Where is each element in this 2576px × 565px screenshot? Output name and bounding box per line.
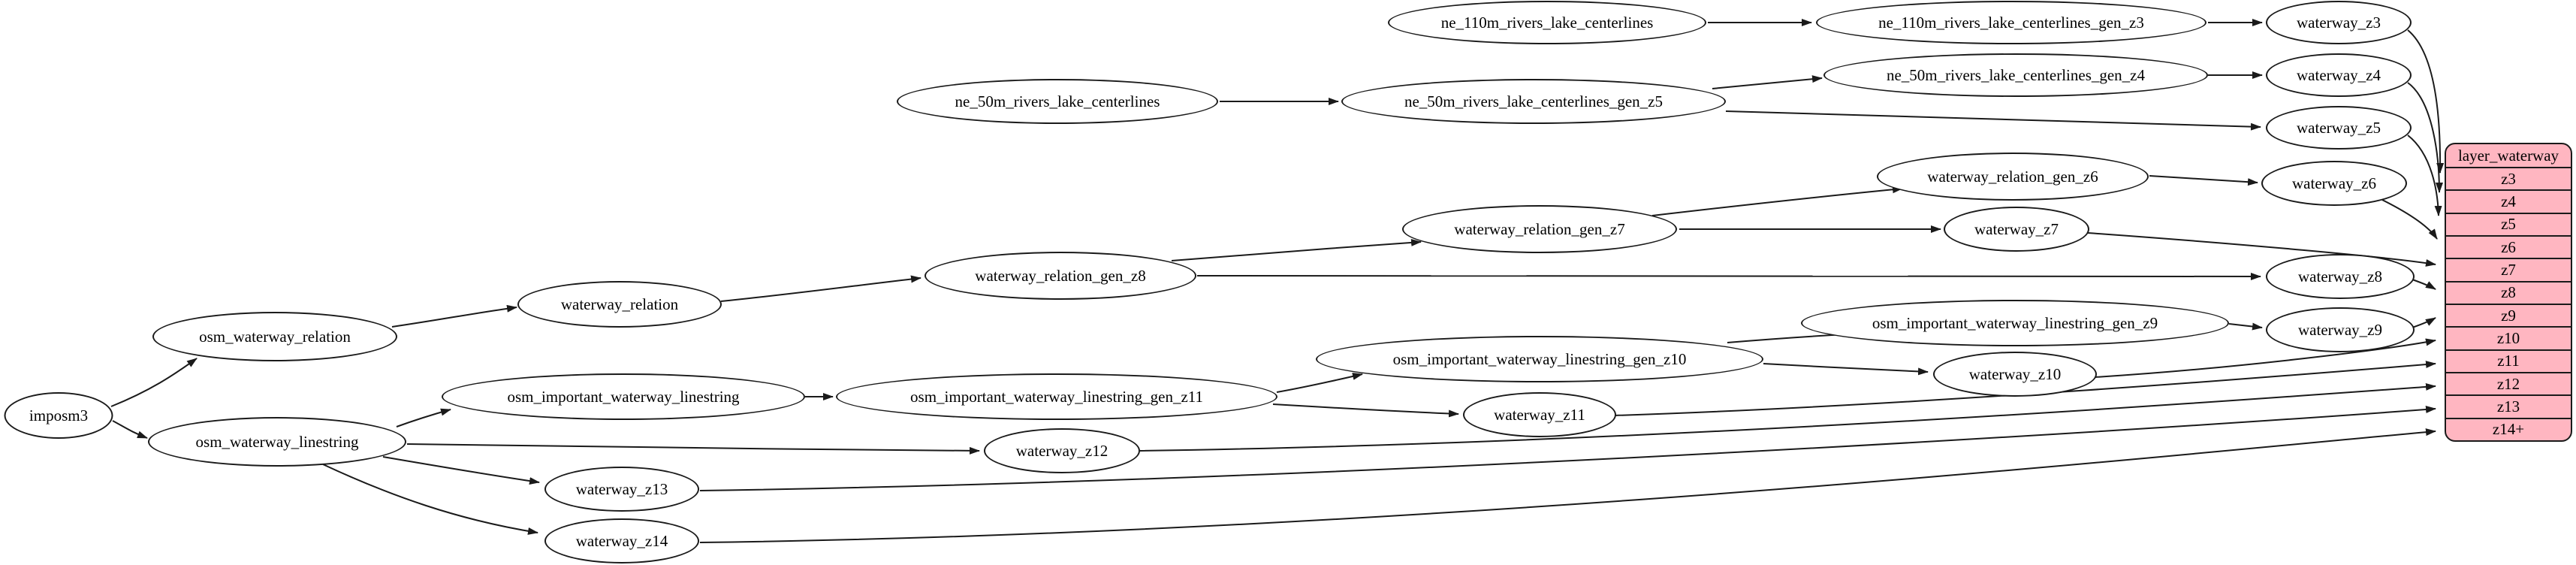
node-waterway-z5: waterway_z5 xyxy=(2266,106,2412,150)
node-waterway-z11: waterway_z11 xyxy=(1463,392,1616,437)
table-row-z6: z6 xyxy=(2446,237,2571,260)
layer-waterway-table-title: layer_waterway xyxy=(2446,144,2571,168)
node-imposm3: imposm3 xyxy=(4,392,113,439)
node-waterway-relation: waterway_relation xyxy=(517,281,722,328)
node-waterway-z3: waterway_z3 xyxy=(2266,1,2412,44)
node-waterway-z9: waterway_z9 xyxy=(2266,307,2415,352)
node-waterway-z12: waterway_z12 xyxy=(984,428,1140,473)
node-ne-50m-rivers-lake-centerlines-gen-z4: ne_50m_rivers_lake_centerlines_gen_z4 xyxy=(1823,53,2208,97)
node-waterway-relation-gen-z7: waterway_relation_gen_z7 xyxy=(1402,205,1677,253)
node-ne-110m-rivers-lake-centerlines: ne_110m_rivers_lake_centerlines xyxy=(1388,1,1706,44)
node-osm-important-waterway-linestring-gen-z10: osm_important_waterway_linestring_gen_z1… xyxy=(1316,336,1763,382)
node-osm-important-waterway-linestring-gen-z11: osm_important_waterway_linestring_gen_z1… xyxy=(836,373,1277,420)
table-row-z3: z3 xyxy=(2446,168,2571,192)
node-waterway-z14: waterway_z14 xyxy=(544,518,699,563)
node-waterway-z8: waterway_z8 xyxy=(2266,254,2415,299)
node-waterway-z13: waterway_z13 xyxy=(544,467,699,512)
node-ne-50m-rivers-lake-centerlines: ne_50m_rivers_lake_centerlines xyxy=(897,79,1218,124)
table-row-z12: z12 xyxy=(2446,373,2571,397)
table-row-z5: z5 xyxy=(2446,214,2571,237)
node-waterway-relation-gen-z8: waterway_relation_gen_z8 xyxy=(925,252,1196,300)
node-waterway-z4: waterway_z4 xyxy=(2266,53,2412,97)
node-osm-waterway-relation: osm_waterway_relation xyxy=(152,312,397,361)
node-waterway-z7: waterway_z7 xyxy=(1944,207,2089,252)
table-row-z7: z7 xyxy=(2446,259,2571,282)
table-row-z10: z10 xyxy=(2446,328,2571,351)
node-ne-50m-rivers-lake-centerlines-gen-z5: ne_50m_rivers_lake_centerlines_gen_z5 xyxy=(1341,79,1726,124)
table-row-z11: z11 xyxy=(2446,351,2571,373)
table-row-z4: z4 xyxy=(2446,191,2571,214)
table-row-z8: z8 xyxy=(2446,282,2571,305)
node-waterway-relation-gen-z6: waterway_relation_gen_z6 xyxy=(1877,153,2149,201)
node-waterway-z10: waterway_z10 xyxy=(1933,352,2097,397)
table-row-z9: z9 xyxy=(2446,305,2571,328)
table-row-z14plus: z14+ xyxy=(2492,420,2525,439)
table-row-z13: z13 xyxy=(2446,396,2571,419)
layer-waterway-table: layer_waterway z3 z4 z5 z6 z7 z8 z9 z10 … xyxy=(2445,143,2572,442)
node-osm-waterway-linestring: osm_waterway_linestring xyxy=(148,417,406,467)
node-osm-important-waterway-linestring: osm_important_waterway_linestring xyxy=(442,373,805,420)
node-osm-important-waterway-linestring-gen-z9: osm_important_waterway_linestring_gen_z9 xyxy=(1801,300,2229,346)
node-ne-110m-rivers-lake-centerlines-gen-z3: ne_110m_rivers_lake_centerlines_gen_z3 xyxy=(1816,1,2206,44)
node-waterway-z6: waterway_z6 xyxy=(2261,161,2407,206)
